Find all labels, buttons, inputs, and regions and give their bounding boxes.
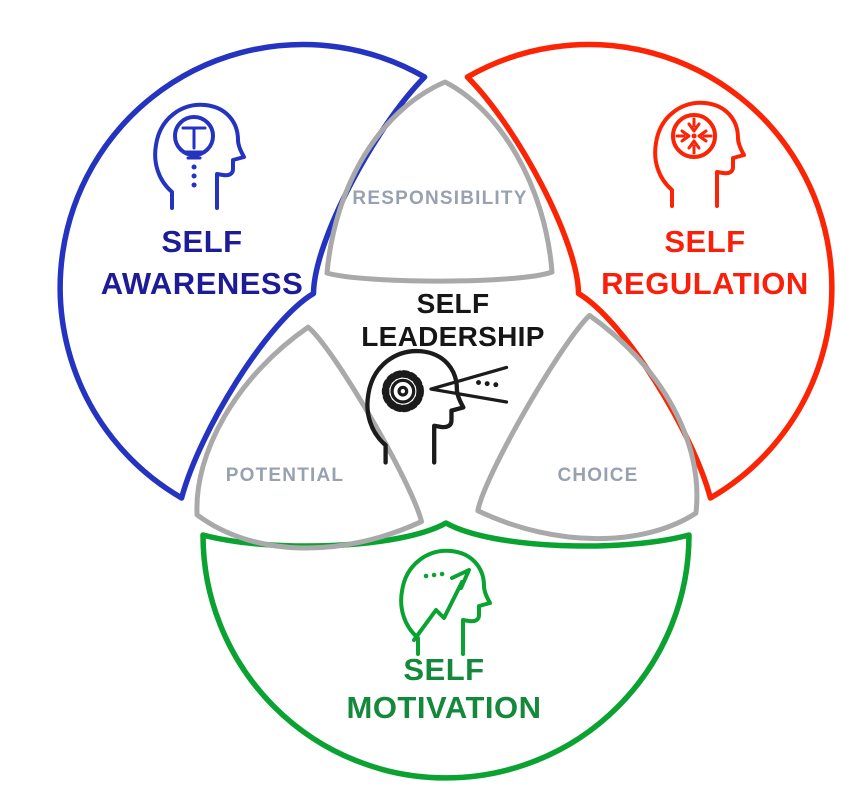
motivation-title: SELF MOTIVATION bbox=[347, 652, 542, 725]
awareness-title: SELF AWARENESS bbox=[101, 224, 304, 301]
motivation-circle-outline bbox=[203, 523, 689, 778]
choice-label: CHOICE bbox=[557, 465, 638, 486]
awareness-title-line2: AWARENESS bbox=[101, 266, 304, 301]
center-title-line2: LEADERSHIP bbox=[361, 321, 544, 352]
regulation-title: SELF REGULATION bbox=[601, 224, 809, 301]
choice-petal bbox=[470, 311, 755, 605]
head-focus-target-icon bbox=[653, 100, 746, 208]
potential-label: POTENTIAL bbox=[226, 465, 344, 486]
bulb-filament bbox=[181, 126, 207, 150]
responsibility-petal bbox=[327, 82, 552, 281]
awareness-title-line1: SELF bbox=[161, 224, 242, 259]
motivation-title-line1: SELF bbox=[403, 652, 484, 687]
bulb-base bbox=[184, 150, 204, 160]
thought-dots bbox=[423, 571, 445, 579]
center-title-line1: SELF bbox=[417, 288, 490, 319]
head-gear-vision-icon bbox=[367, 351, 509, 462]
head-lightbulb-icon bbox=[153, 102, 246, 210]
head-growth-arrow-icon bbox=[399, 548, 492, 656]
regulation-title-line1: SELF bbox=[664, 224, 745, 259]
vision-beam bbox=[429, 365, 509, 404]
responsibility-label: RESPONSIBILITY bbox=[352, 188, 527, 209]
vision-dots bbox=[476, 380, 499, 388]
target-ring bbox=[671, 113, 717, 159]
center-title: SELF LEADERSHIP bbox=[361, 288, 544, 352]
motivation-title-line2: MOTIVATION bbox=[347, 690, 542, 725]
target-arrows bbox=[675, 117, 713, 155]
gear-hub bbox=[397, 385, 409, 397]
growth-arrow-shaft bbox=[412, 580, 464, 642]
growth-arrow-head bbox=[450, 568, 471, 590]
gear-teeth bbox=[381, 370, 424, 413]
head-outline bbox=[153, 102, 246, 210]
regulation-title-line2: REGULATION bbox=[601, 266, 809, 301]
gear-body bbox=[390, 378, 416, 404]
bulb bbox=[173, 115, 215, 157]
